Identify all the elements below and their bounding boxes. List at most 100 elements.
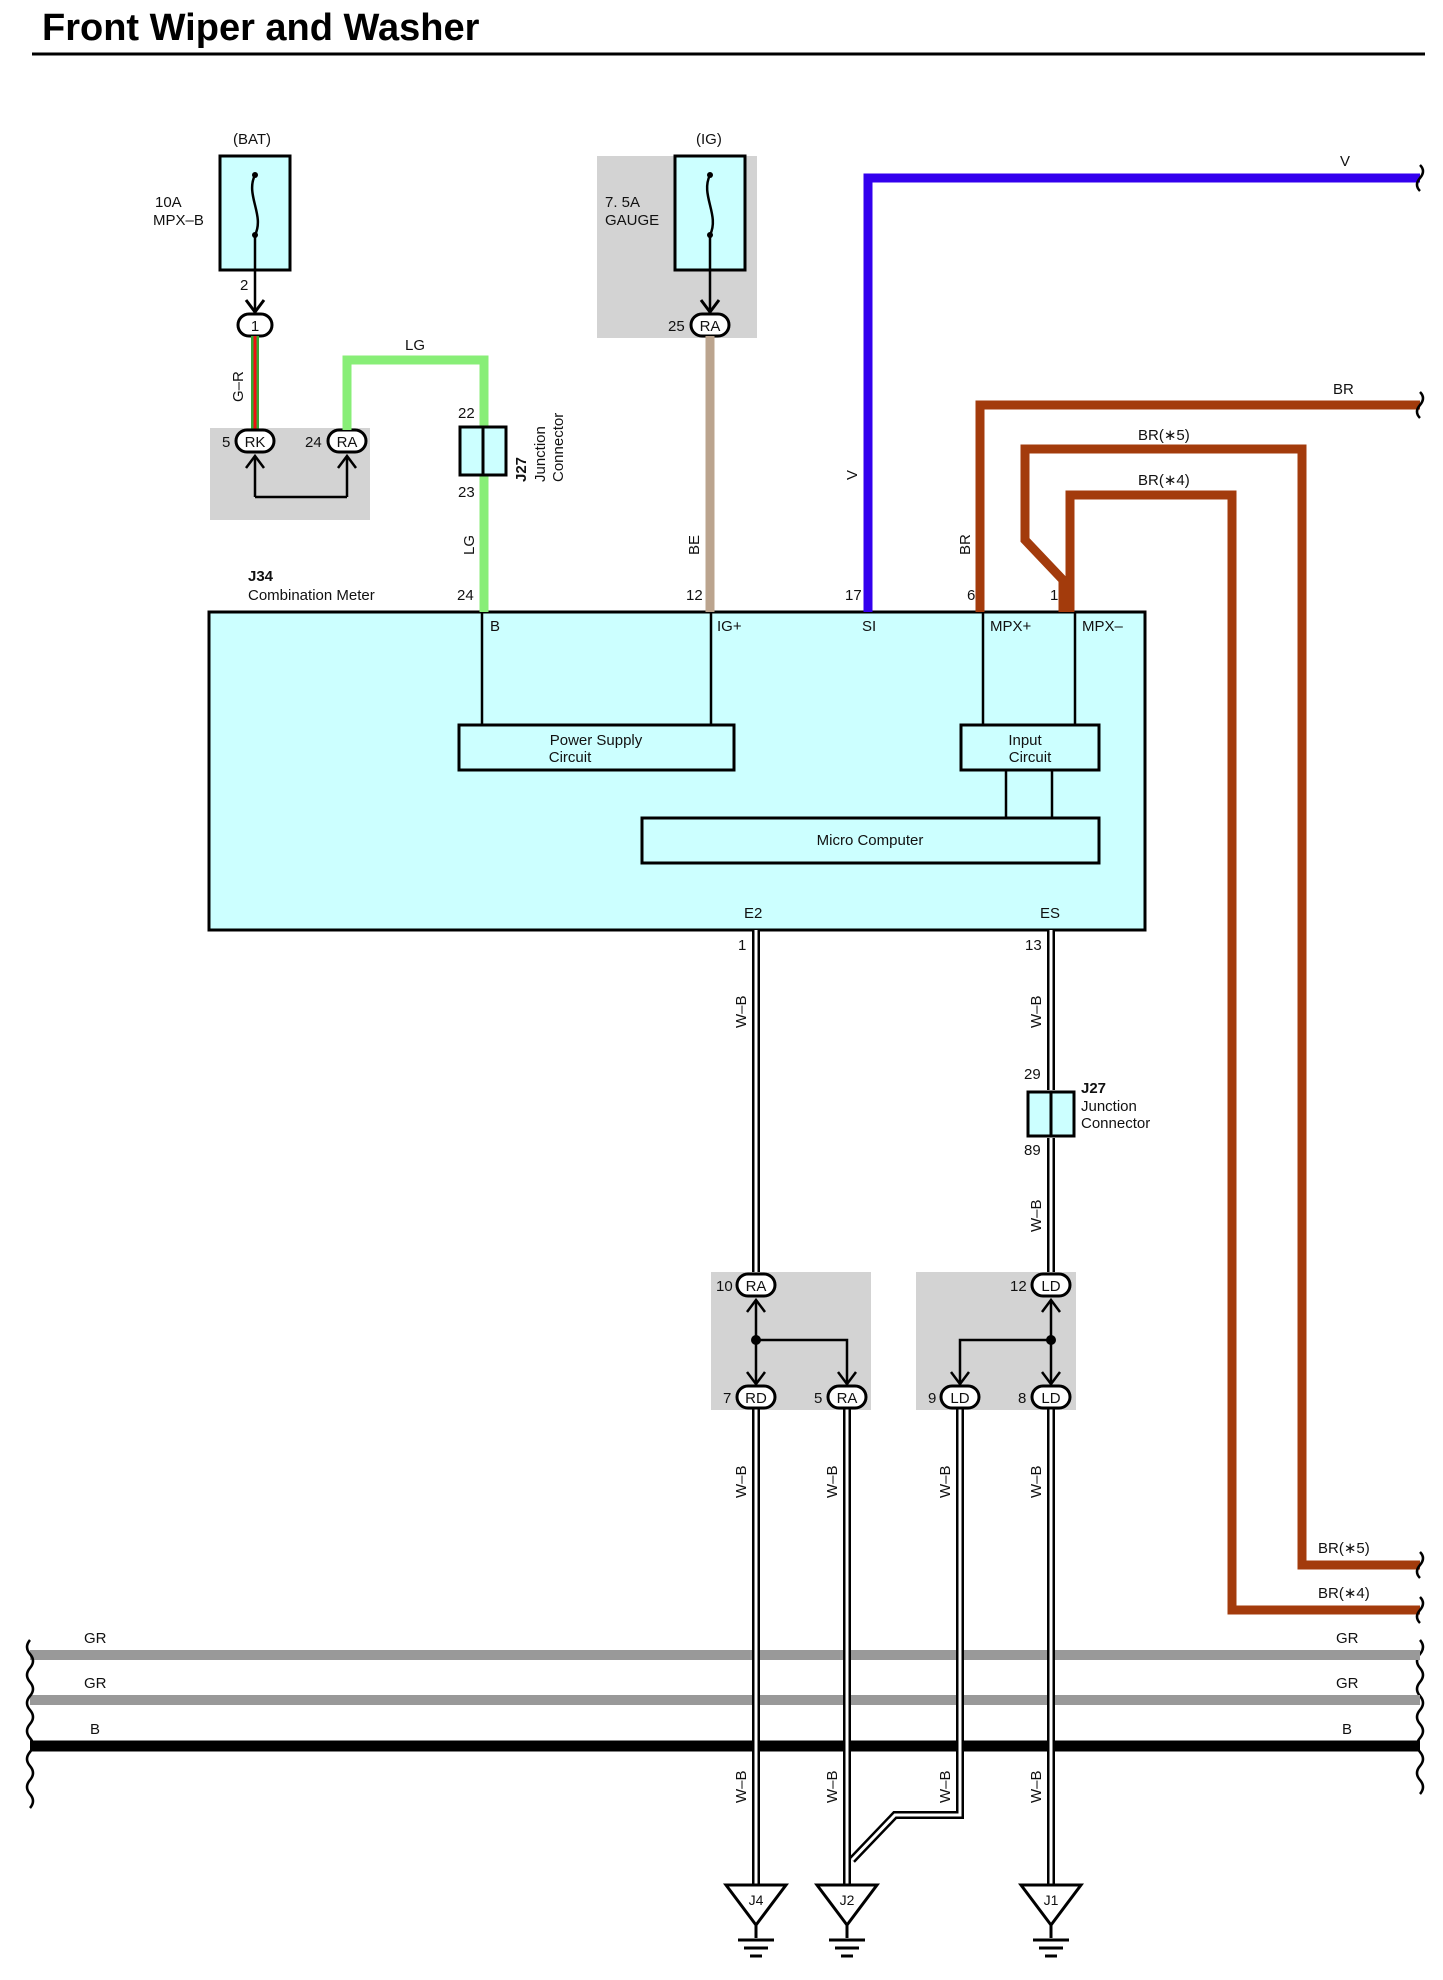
wb-label-rd: W–B bbox=[733, 1465, 750, 1498]
power-supply-label-2: Circuit bbox=[549, 749, 592, 766]
gr2-left-label: GR bbox=[84, 1675, 107, 1692]
meter-id: J34 bbox=[248, 568, 274, 585]
gr-wire-label: G–R bbox=[230, 371, 247, 402]
b-left-label: B bbox=[90, 1721, 100, 1738]
bat-supply-label: (BAT) bbox=[233, 131, 271, 148]
meter-pin-12-num: 12 bbox=[686, 587, 703, 604]
splice-right-top-pin: 12 bbox=[1010, 1278, 1027, 1295]
lg-top-label: LG bbox=[405, 337, 425, 354]
input-circuit-label-1: Input bbox=[1008, 732, 1042, 749]
wb-label-j4: W–B bbox=[733, 1770, 750, 1803]
junction-bottom-pin-top: 29 bbox=[1024, 1066, 1041, 1083]
meter-pin-13-num: 13 bbox=[1025, 937, 1042, 954]
micro-computer-label: Micro Computer bbox=[817, 832, 924, 849]
meter-pin-1-num: 1 bbox=[738, 937, 746, 954]
splice-left-br-pin: 5 bbox=[814, 1390, 822, 1407]
v-right-label: V bbox=[1340, 153, 1350, 170]
splice-left-br-connector bbox=[826, 1384, 868, 1410]
lg-vert-label: LG bbox=[461, 535, 478, 555]
ground-j4 bbox=[723, 1883, 789, 1958]
bat-fuse-pin: 2 bbox=[240, 277, 248, 294]
wb-label-ra: W–B bbox=[824, 1465, 841, 1498]
br4-top-label: BR(∗4) bbox=[1138, 472, 1190, 489]
meter-name: Combination Meter bbox=[248, 587, 375, 604]
bat-connector-id: 1 bbox=[251, 318, 259, 335]
br5-right-label: BR(∗5) bbox=[1318, 1540, 1370, 1557]
gr1-left-label: GR bbox=[84, 1630, 107, 1647]
be-wire-label: BE bbox=[686, 535, 703, 555]
wb-label-j1: W–B bbox=[1028, 1770, 1045, 1803]
micro-computer-box bbox=[640, 816, 1101, 865]
meter-pin-IG-label: IG+ bbox=[717, 618, 742, 635]
splice-right-br-pin: 8 bbox=[1018, 1390, 1026, 1407]
br4-wire bbox=[1065, 490, 1420, 1615]
ig-fuse-name: GAUGE bbox=[605, 212, 659, 229]
left-break-marks bbox=[25, 1639, 35, 1809]
meter-pin-B-label: B bbox=[490, 618, 500, 635]
meter-pin-E2-label: E2 bbox=[744, 905, 762, 922]
splice-right-bl-conn-id: LD bbox=[950, 1390, 969, 1407]
splice-top-right-conn-id: RA bbox=[337, 434, 358, 451]
meter-pin-ES-label: ES bbox=[1040, 905, 1060, 922]
wb-label-ld8: W–B bbox=[1028, 1465, 1045, 1498]
meter-pin-6-num: 6 bbox=[967, 587, 975, 604]
lg-wire bbox=[342, 355, 489, 612]
splice-right-br-connector bbox=[1030, 1384, 1072, 1410]
ig-fuse-symbol bbox=[705, 174, 715, 236]
wb-label-j2b: W–B bbox=[937, 1770, 954, 1803]
junction-top-id: J27 bbox=[513, 457, 530, 482]
splice-right-bl-pin: 9 bbox=[928, 1390, 936, 1407]
br-wire bbox=[975, 400, 1420, 612]
junction-bottom-pin-bottom: 89 bbox=[1024, 1142, 1041, 1159]
wb-label-junction-out: W–B bbox=[1028, 1199, 1045, 1232]
meter-pin-MPX-plus-label: MPX+ bbox=[990, 618, 1032, 635]
splice-left-top-pin: 10 bbox=[716, 1278, 733, 1295]
b-right-label: B bbox=[1342, 1721, 1352, 1738]
junction-top-name-2: Connector bbox=[550, 413, 567, 482]
splice-left-br-conn-id: RA bbox=[837, 1390, 858, 1407]
wb-label-e2: W–B bbox=[733, 995, 750, 1028]
br4-right-label: BR(∗4) bbox=[1318, 1585, 1370, 1602]
meter-pin-24-num: 24 bbox=[457, 587, 474, 604]
meter-pin-17-num: 17 bbox=[845, 587, 862, 604]
right-break-marks bbox=[1415, 164, 1425, 1795]
br5-wire bbox=[1020, 444, 1420, 1570]
br5-top-label: BR(∗5) bbox=[1138, 427, 1190, 444]
splice-right-internal bbox=[950, 1297, 1061, 1387]
junction-bottom-name-2: Connector bbox=[1081, 1115, 1150, 1132]
meter-pin-MPX-minus-label: MPX– bbox=[1082, 618, 1124, 635]
splice-left-bl-conn-id: RD bbox=[745, 1390, 767, 1407]
splice-left-top-connector bbox=[735, 1272, 777, 1298]
gr1-right-label: GR bbox=[1336, 1630, 1359, 1647]
splice-right-top-connector bbox=[1030, 1272, 1072, 1298]
wb-wires bbox=[752, 930, 1055, 1885]
ground-j4-label: J4 bbox=[749, 1892, 764, 1908]
junction-top-name-1: Junction bbox=[532, 426, 549, 482]
ig-connector-pin: 25 bbox=[668, 318, 685, 335]
splice-top-left-conn-id: RK bbox=[245, 434, 266, 451]
br-vert-label: BR bbox=[957, 534, 974, 555]
meter-pin-SI-label: SI bbox=[862, 618, 876, 635]
meter-internal-lines bbox=[480, 612, 1077, 818]
v-wire bbox=[863, 173, 1420, 612]
ground-j2-label: J2 bbox=[840, 1892, 855, 1908]
input-circuit-box bbox=[959, 723, 1101, 772]
ground-j1-label: J1 bbox=[1044, 1892, 1059, 1908]
gr2-right-label: GR bbox=[1336, 1675, 1359, 1692]
power-supply-label-1: Power Supply bbox=[550, 732, 643, 749]
ground-j1 bbox=[1018, 1883, 1084, 1958]
bat-fuse-rating: 10A bbox=[155, 194, 182, 211]
bat-fuse-symbol bbox=[250, 174, 260, 236]
junction-top-pin-bottom: 23 bbox=[458, 484, 475, 501]
splice-left-top-conn-id: RA bbox=[746, 1278, 767, 1295]
br-right-label: BR bbox=[1333, 381, 1354, 398]
wb-label-ld9: W–B bbox=[937, 1465, 954, 1498]
splice-top-right-pin: 24 bbox=[305, 434, 322, 451]
junction-bottom-name-1: Junction bbox=[1081, 1098, 1137, 1115]
page-title: Front Wiper and Washer bbox=[42, 7, 480, 49]
ig-fuse-rating: 7. 5A bbox=[605, 194, 640, 211]
splice-right-bl-connector bbox=[939, 1384, 981, 1410]
ground-j2 bbox=[814, 1883, 880, 1958]
splice-left-bl-connector bbox=[735, 1384, 777, 1410]
